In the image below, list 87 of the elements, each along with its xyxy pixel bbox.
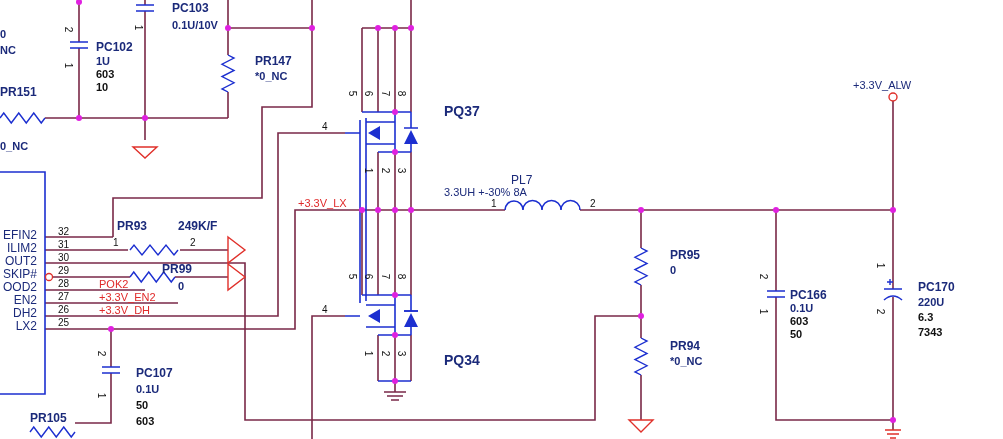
component-value: *0_NC [255,70,288,83]
pin-name: OUT2 [5,255,37,269]
pin-name: DH2 [13,307,37,321]
component-value: 0 [0,28,7,41]
pin-number: 4 [322,121,328,132]
component-value: 0.1U/10V [172,19,218,32]
component-value: +3.3V_ALW [853,79,912,92]
net-label: POK2 [99,278,129,291]
component-label: PR93 [117,220,148,234]
component-value: 0.1U [790,302,814,315]
component-label: PC102 [96,41,133,55]
pin-number: 5 [347,273,359,280]
pin-number: 1 [491,198,497,209]
component-label: PR147 [255,55,292,69]
component-value: NC [0,44,16,57]
pin-number: 1 [96,392,108,399]
component-label: PC103 [172,2,209,16]
pin-name: SKIP# [2,268,37,282]
component-value: 603 [136,415,155,428]
pin-number: 2 [380,167,392,174]
pin-number: 1 [133,24,145,31]
component-value: 220U [918,296,945,309]
component-label: 249K/F [178,220,218,234]
pin-number: 26 [58,304,70,315]
pin-number: 1 [875,262,887,269]
pin-number: 6 [363,273,375,280]
pin-number: 2 [96,350,108,357]
pin-number: 1 [113,237,119,248]
pin-number: 2 [380,350,392,357]
component-value: 603 [96,68,115,81]
pin-name: EFIN2 [3,229,37,243]
pin-number: 7 [380,273,392,280]
component-label: PR105 [30,412,67,426]
pin-number: 30 [58,252,70,263]
pin-number: 1 [363,167,375,174]
pin-number: 6 [363,90,375,97]
pin-number: 28 [58,278,70,289]
component-value: 3.3UH +-30% 8A [444,186,527,199]
component-label: PL7 [511,174,533,188]
pin-number: 2 [190,237,196,248]
component-value: 7343 [918,326,943,339]
pin-number: 2 [758,273,770,280]
pin-number: 4 [322,304,328,315]
component-value: 0.1U [136,383,160,396]
component-value: 0 [670,264,677,277]
component-value: 6.3 [918,311,934,324]
pin-number: 32 [58,226,70,237]
pin-number: 2 [63,26,75,33]
component-value: 50 [790,328,803,341]
pin-number: 1 [63,62,75,69]
pin-number: 8 [396,90,408,97]
component-label: PQ34 [444,353,480,369]
pin-number: 7 [380,90,392,97]
component-label: PC166 [790,289,827,303]
pin-number: 2 [590,198,596,209]
component-value: 0_NC [0,140,29,153]
component-value: 50 [136,399,149,412]
component-value: 10 [96,81,109,94]
pin-number: 25 [58,317,70,328]
component-label: PQ37 [444,104,480,120]
component-label: PR99 [162,263,193,277]
pin-number: 5 [347,90,359,97]
pin-name: ILIM2 [7,242,37,256]
component-value: 0 [178,280,185,293]
component-value: *0_NC [670,355,703,368]
component-label: PR95 [670,249,701,263]
pin-number: 3 [396,350,408,357]
net-label: +3.3V_EN2 [99,291,156,304]
pin-number: 3 [396,167,408,174]
pin-number: 1 [758,308,770,315]
pin-number: 29 [58,265,70,276]
component-value: 1U [96,55,111,68]
component-label: PR151 [0,86,37,100]
component-label: PC170 [918,281,955,295]
pin-number: 31 [58,239,70,250]
pin-name: EN2 [13,294,37,308]
component-label: PR94 [670,340,701,354]
pin-name: OOD2 [3,281,37,295]
pin-number: 8 [396,273,408,280]
pin-number: 27 [58,291,70,302]
net-label: +3.3V_LX [298,197,347,210]
net-label: +3.3V_DH [99,304,151,317]
pin-number: 2 [875,308,887,315]
component-label: PC107 [136,367,173,381]
pin-name: LX2 [15,320,37,334]
pin-number: 1 [363,350,375,357]
component-value: 603 [790,315,809,328]
